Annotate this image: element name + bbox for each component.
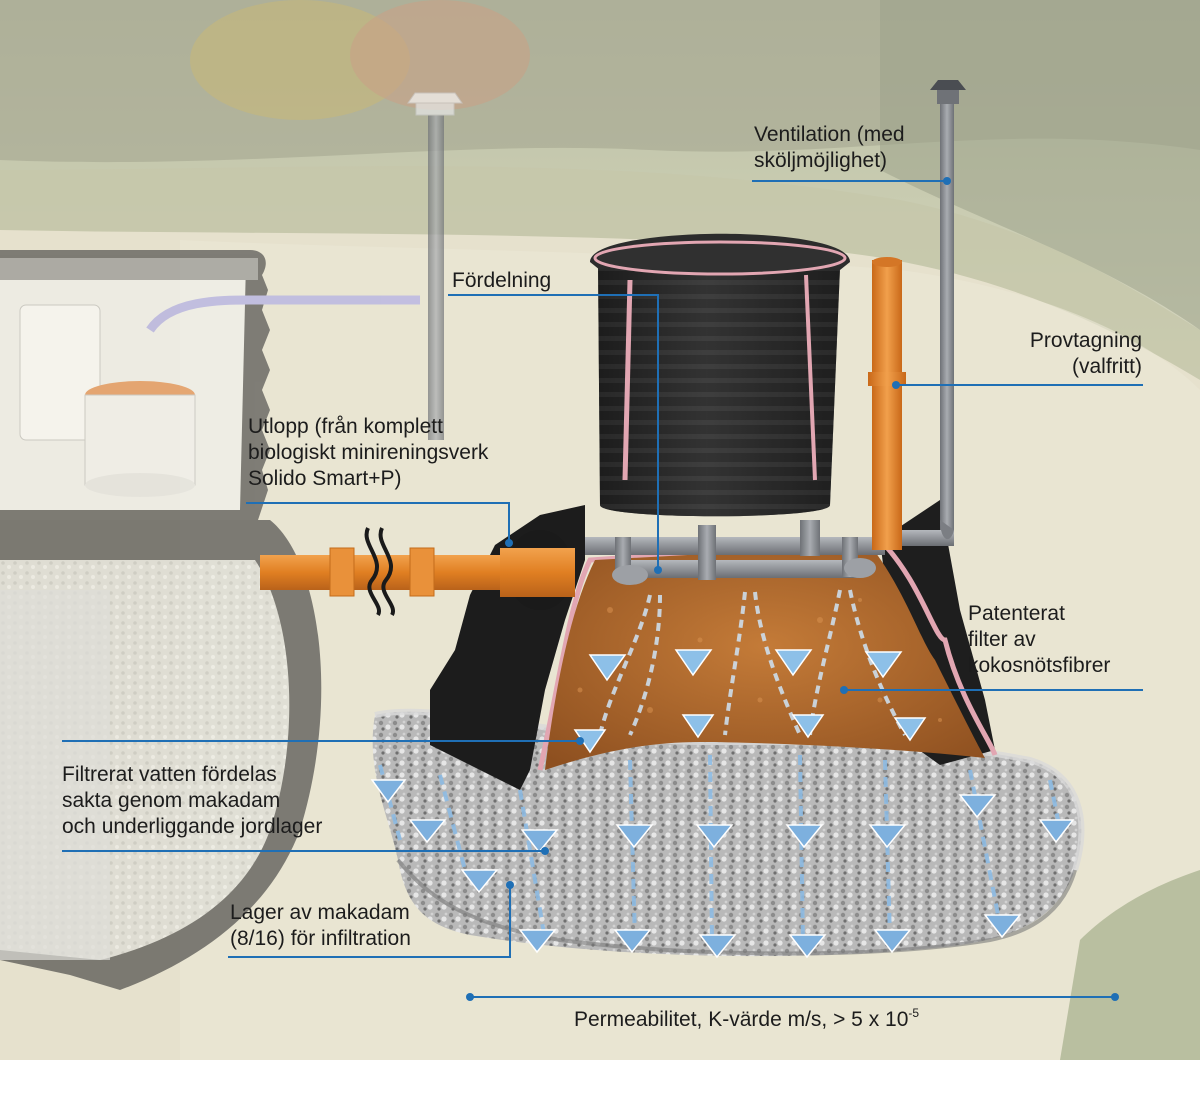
leader-lines xyxy=(62,180,1143,998)
permeability-exponent: -5 xyxy=(908,1006,920,1020)
permeability-text: Permeabilitet, K-värde m/s, > 5 x 10 xyxy=(574,1008,909,1031)
label-utlopp: Utlopp (från komplett biologiskt miniren… xyxy=(248,415,489,490)
label-ventilation: Ventilation (med sköljmöjlighet) xyxy=(754,123,905,172)
label-lager: Lager av makadam (8/16) för infiltration xyxy=(230,901,411,950)
label-fordelning: Fördelning xyxy=(452,269,552,292)
label-filtrerat: Filtrerat vatten fördelas sakta genom ma… xyxy=(62,763,323,838)
label-provtagning: Provtagning (valfritt) xyxy=(1029,329,1142,378)
label-filter: Patenterat filter av kokosnötsfibrer xyxy=(968,602,1111,677)
permeability-label: Permeabilitet, K-värde m/s, > 5 x 10-5 xyxy=(574,1006,919,1032)
